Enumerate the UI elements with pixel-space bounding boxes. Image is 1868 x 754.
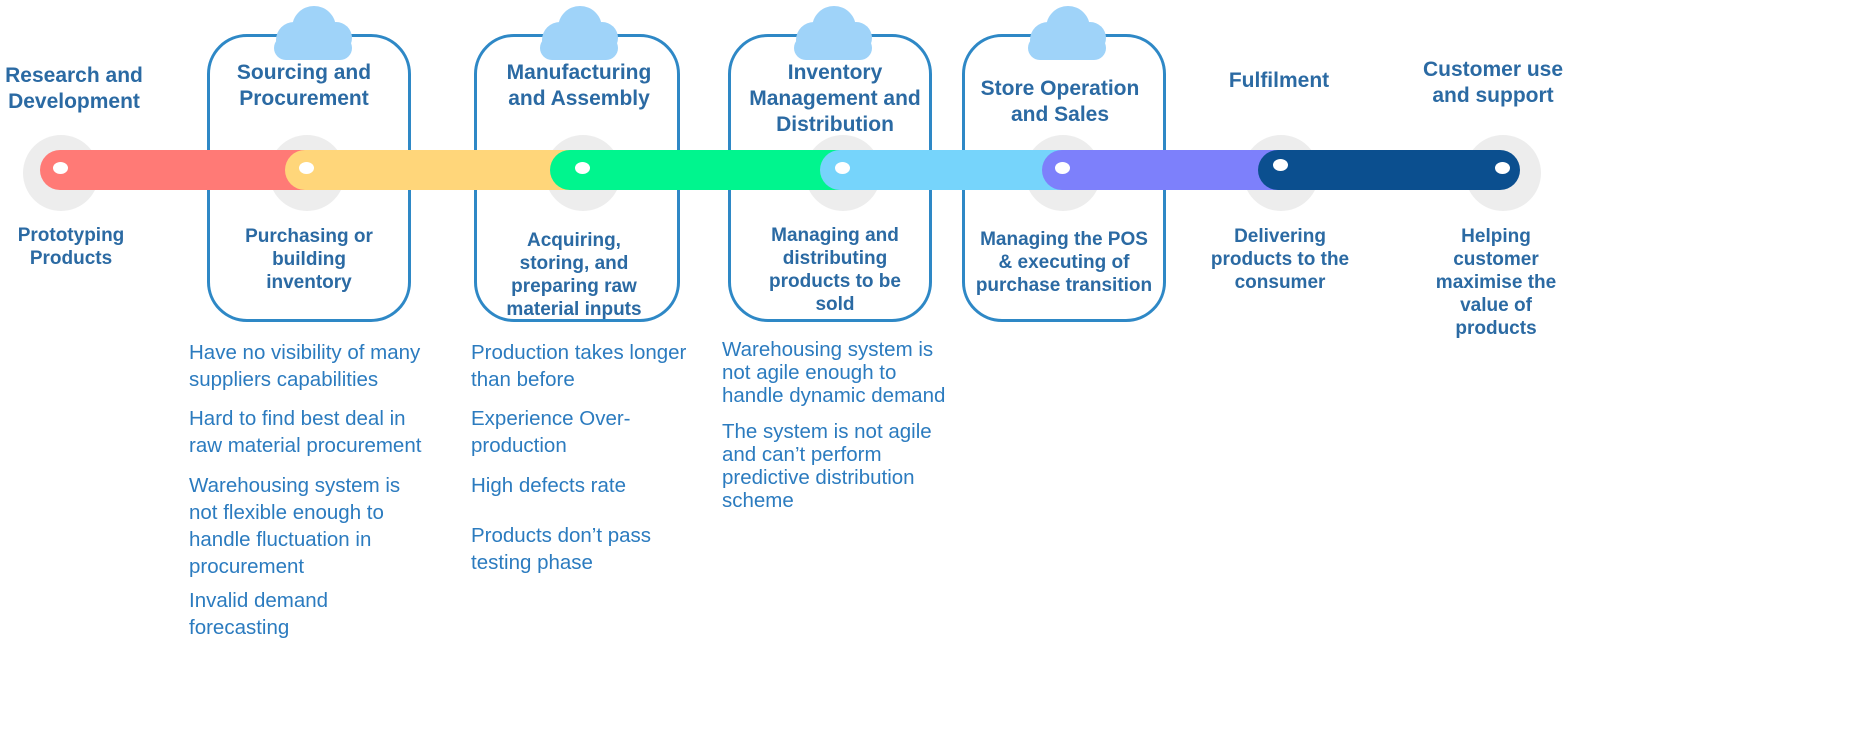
stage-title-research: Research and Development (5, 64, 143, 113)
timeline-node-dot (1495, 162, 1510, 174)
stage-description-manufacturing: Acquiring, storing, and preparing raw ma… (506, 230, 642, 320)
pain-point-inventory: The system is not agile and can’t perfor… (722, 420, 932, 512)
stage-title-inventory: Inventory Management and Distribution (749, 61, 921, 136)
pain-point-sourcing: Hard to find best deal in raw material p… (189, 407, 422, 457)
pain-point-inventory: Warehousing system is not agile enough t… (722, 338, 946, 407)
timeline-node-dot (53, 162, 68, 174)
stage-title-sourcing: Sourcing and Procurement (236, 61, 372, 110)
stage-title-manufacturing: Manufacturing and Assembly (506, 61, 652, 110)
pain-point-manufacturing: High defects rate (471, 474, 626, 497)
stage-title-customer: Customer use and support (1422, 58, 1564, 107)
pain-point-sourcing: Invalid demand forecasting (189, 589, 329, 639)
cloud-icon (1028, 6, 1106, 60)
timeline-segment-fulfilment (1258, 150, 1520, 190)
pain-point-sourcing: Have no visibility of many suppliers cap… (189, 341, 421, 391)
pain-point-sourcing: Warehousing system is not flexible enoug… (189, 474, 401, 578)
stage-description-customer: Helping customer maximise the value of p… (1435, 226, 1557, 339)
timeline-node-dot (575, 162, 590, 174)
stage-description-sourcing: Purchasing or building inventory (245, 226, 373, 293)
stage-title-store: Store Operation and Sales (980, 77, 1140, 126)
cloud-icon (540, 6, 618, 60)
pain-point-manufacturing: Production takes longer than before (471, 341, 687, 391)
stage-description-fulfilment: Delivering products to the consumer (1210, 226, 1350, 293)
stage-description-research: Prototyping Products (17, 225, 125, 269)
cloud-icon (794, 6, 872, 60)
pain-point-manufacturing: Experience Over- production (471, 407, 631, 457)
timeline-node-dot (1273, 159, 1288, 171)
timeline-node-dot (835, 162, 850, 174)
stage-description-store: Managing the POS & executing of purchase… (975, 229, 1153, 296)
timeline-node-dot (299, 162, 314, 174)
pain-point-manufacturing: Products don’t pass testing phase (471, 524, 652, 574)
cloud-icon (274, 6, 352, 60)
stage-title-fulfilment: Fulfilment (1228, 69, 1330, 92)
stage-description-inventory: Managing and distributing products to be… (769, 225, 901, 315)
timeline-node-dot (1055, 162, 1070, 174)
